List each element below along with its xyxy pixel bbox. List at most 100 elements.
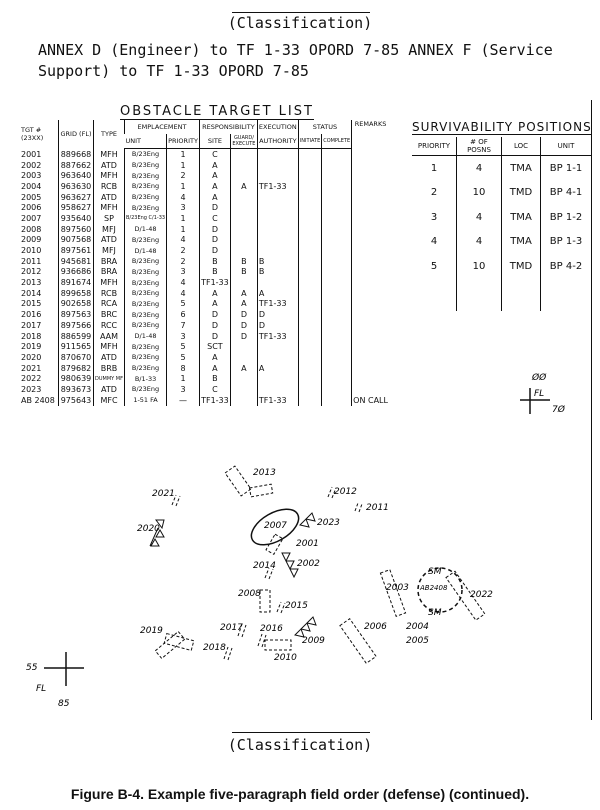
- cell-unit: B/23Eng: [123, 352, 167, 363]
- cell-unit: B/23Eng: [123, 255, 167, 267]
- col-guard: GUARD/ EXECUTE: [229, 134, 258, 149]
- cell-guard: [229, 202, 258, 214]
- cell-grid: 887662: [58, 159, 94, 171]
- grid-ref-1-right: 7Ø: [552, 404, 566, 415]
- map-label-2007: 2007: [264, 521, 287, 531]
- map-label-2016: 2016: [260, 624, 283, 634]
- tank-ditch-2020: [149, 519, 165, 547]
- cell-type: ATD: [93, 191, 125, 203]
- cell-tgt: 2021: [21, 363, 42, 373]
- cell-type: SP: [93, 213, 125, 224]
- col-status: STATUS: [297, 120, 352, 134]
- cell-priority: 3: [166, 330, 200, 342]
- cell-remarks: [351, 341, 389, 353]
- cell-priority: 4: [166, 287, 200, 299]
- cell-unit: B/23Eng: [123, 309, 167, 320]
- cell-site: A: [198, 191, 231, 203]
- col-complete: COMPLETE: [321, 134, 352, 149]
- cell-guard: [229, 277, 258, 288]
- cell-type: MFH: [93, 341, 125, 353]
- col-responsibility: RESPONSIBILITY: [198, 120, 258, 134]
- cell: 10: [456, 180, 502, 205]
- cell-tgt: 2015: [21, 299, 42, 309]
- cell-site: D: [198, 234, 231, 246]
- map-label-2003: 2003: [386, 583, 409, 593]
- cell-priority: 1: [166, 159, 200, 171]
- cell: 4: [430, 236, 438, 248]
- cell-priority: 2: [166, 255, 200, 267]
- cell-tgt: 2012: [21, 267, 42, 277]
- cell-unit: B/23Eng: [123, 266, 167, 278]
- cell-remarks: [351, 245, 389, 256]
- cell-initiate: [297, 362, 322, 374]
- cell-authority: TF1-33: [256, 181, 299, 192]
- cell-guard: [229, 341, 258, 353]
- cell-authority: [256, 202, 299, 214]
- cell-initiate: [297, 181, 322, 192]
- cell-grid: 897560: [58, 223, 94, 235]
- cell-unit: 1-51 FA: [123, 394, 167, 406]
- cell-priority: 3: [166, 384, 200, 395]
- cell-unit: B/23Eng: [123, 362, 167, 374]
- cell-tgt: 2002: [21, 160, 42, 170]
- cell-unit: D/1-48: [123, 223, 167, 235]
- map-label-2001: 2001: [296, 539, 319, 549]
- cell-grid: 945681: [58, 255, 94, 267]
- cell-priority: 3: [166, 202, 200, 214]
- cell-initiate: [297, 148, 322, 160]
- grid-ref-1-top: ØØ: [531, 372, 547, 383]
- cell-complete: [321, 266, 352, 278]
- cell-grid: 902658: [58, 298, 94, 310]
- cell-priority: 4: [166, 234, 200, 246]
- cell-type: MFH: [93, 170, 125, 182]
- cell-complete: [321, 320, 352, 331]
- cell-grid: 907568: [58, 234, 94, 246]
- cell: TMA: [501, 155, 541, 181]
- cell-tgt: 2009: [21, 235, 42, 245]
- map-label-2021: 2021: [152, 489, 175, 499]
- cell-type: RCA: [93, 298, 125, 310]
- cell-complete: [321, 287, 352, 299]
- cell-authority: TF1-33: [256, 298, 299, 310]
- cell-type: AAM: [93, 330, 125, 342]
- cell-initiate: [297, 287, 322, 299]
- cell-initiate: [297, 394, 322, 406]
- col-initiate: INITIATE: [297, 134, 322, 149]
- strongpoint-2007-symbol: [250, 508, 300, 546]
- cell-type: MFH: [93, 277, 125, 288]
- cell-priority: 4: [166, 277, 200, 288]
- cell-type: RCC: [93, 320, 125, 331]
- cell-tgt: 2020: [21, 352, 42, 362]
- cell-priority: 7: [166, 320, 200, 331]
- cell-priority: 5: [166, 298, 200, 310]
- cell-site: SCT: [198, 341, 231, 353]
- col-priority: PRIORITY: [412, 137, 457, 156]
- cell-complete: [321, 191, 352, 203]
- cell-initiate: [297, 298, 322, 310]
- cell-unit: D/1-48: [123, 330, 167, 342]
- minefield-2019b: [163, 632, 195, 652]
- cell-site: A: [198, 298, 231, 310]
- col-site: SITE: [198, 134, 231, 149]
- cell-remarks: [351, 287, 389, 299]
- cell-guard: D: [229, 330, 258, 342]
- cell-complete: [321, 352, 352, 363]
- cell-site: TF1-33: [198, 394, 231, 406]
- cell-complete: [321, 202, 352, 214]
- cell-grid: 893673: [58, 384, 94, 395]
- cell-site: A: [198, 170, 231, 182]
- figure-caption: Figure B-4. Example five-paragraph field…: [70, 786, 530, 802]
- cell-remarks: [351, 223, 389, 235]
- classification-overline-bottom: [232, 732, 370, 733]
- road-crater-2014: [264, 567, 274, 580]
- cell-site: A: [198, 159, 231, 171]
